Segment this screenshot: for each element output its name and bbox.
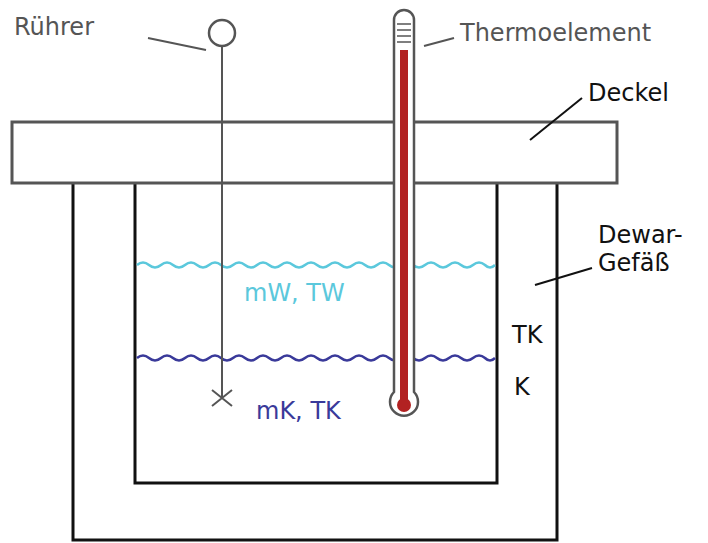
- scale-tick: [397, 29, 411, 31]
- quantity-label: mK, TK: [256, 398, 341, 426]
- scale-tick: [397, 23, 411, 25]
- quantity-label: mW, TW: [244, 280, 345, 308]
- leader-line: [424, 38, 454, 46]
- water-surface: [137, 263, 495, 268]
- scale-tick: [397, 41, 411, 43]
- stirrer-shaft: [221, 46, 223, 398]
- part-label: Thermoelement: [460, 20, 651, 48]
- dewar-inner-wall: [135, 183, 497, 483]
- scale-tick: [397, 35, 411, 37]
- leader-line: [535, 268, 592, 285]
- quantity-label: TK: [512, 322, 542, 350]
- thermocouple-tube: [390, 10, 418, 416]
- stirrer-blade: [212, 390, 232, 406]
- thermocouple-column: [400, 50, 408, 400]
- thermocouple-bulb: [397, 398, 411, 412]
- cold-water-surface: [137, 356, 495, 361]
- part-label: Deckel: [588, 80, 669, 108]
- quantity-label: K: [514, 374, 530, 402]
- scale-ticks: [397, 24, 411, 42]
- stirrer-knob: [209, 20, 235, 46]
- part-label: Dewar- Gefäß: [598, 222, 704, 277]
- leader-line: [148, 38, 206, 50]
- dewar-outer-wall: [73, 183, 557, 540]
- lid: [12, 122, 617, 183]
- leader-line: [530, 98, 582, 140]
- part-label: Rührer: [14, 14, 94, 42]
